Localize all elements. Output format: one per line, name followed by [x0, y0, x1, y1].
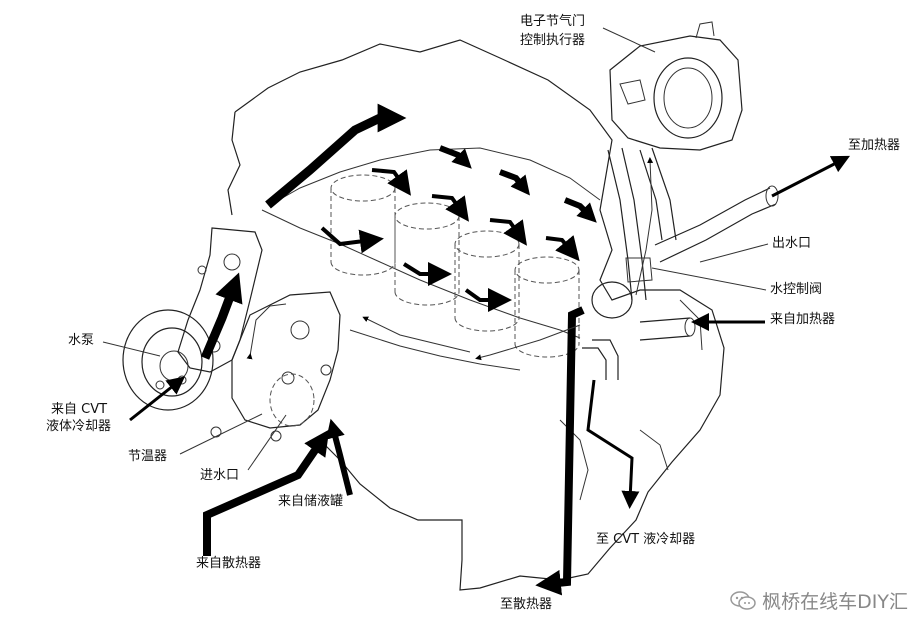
flow-arrow-block-top: [265, 103, 407, 209]
water-pump: [122, 309, 214, 411]
label-throttle-line1: 电子节气门: [520, 14, 586, 29]
label-thermostat: 节温器: [128, 449, 168, 464]
watermark-text: 枫桥在线车DIY汇: [762, 591, 908, 613]
label-from-cvt-line2: 液体冷却器: [46, 419, 112, 434]
flow-arrow-radiator-inlet: [203, 429, 330, 556]
pump-bracket: [177, 227, 263, 373]
flow-arrow-valve-up: [635, 157, 654, 296]
label-from-reservoir: 来自储液罐: [278, 494, 344, 509]
thermostat-housing: [210, 291, 341, 442]
label-from-heater: 来自加热器: [770, 312, 836, 327]
label-from-radiator: 来自散热器: [196, 556, 262, 571]
throttle-body: [609, 21, 743, 151]
label-to-radiator: 至散热器: [500, 597, 553, 612]
wechat-icon: [730, 590, 756, 610]
flow-arrow-to-cvt: [586, 379, 640, 509]
label-to-heater: 至加热器: [848, 138, 901, 153]
flow-arrow-bypass-curve: [246, 303, 287, 360]
watermark: 枫桥在线车DIY汇: [730, 587, 908, 614]
leader-lines: [102, 27, 769, 471]
block-flow-chevrons: [320, 145, 597, 312]
label-to-cvt-cooler: 至 CVT 液冷却器: [596, 532, 696, 547]
flow-arrow-pump-up: [200, 272, 243, 360]
label-throttle-line2: 控制执行器: [520, 33, 586, 48]
flow-arrow-to-heater: [771, 155, 851, 198]
flow-arrows: [129, 103, 851, 596]
flow-arrow-reservoir: [326, 418, 353, 496]
label-control-valve: 水控制阀: [770, 282, 823, 297]
flow-arrow-to-radiator: [535, 306, 585, 596]
label-water-pump: 水泵: [68, 333, 95, 348]
coolant-pipes: [582, 147, 779, 380]
label-from-cvt-line1: 来自 CVT: [51, 402, 108, 417]
flow-arrow-head-return: [362, 316, 471, 353]
label-inlet: 进水口: [200, 468, 240, 483]
flow-arrow-from-cvt-cooler: [129, 376, 186, 422]
flow-arrow-return-line: [475, 324, 581, 361]
label-outlet: 出水口: [772, 236, 812, 251]
